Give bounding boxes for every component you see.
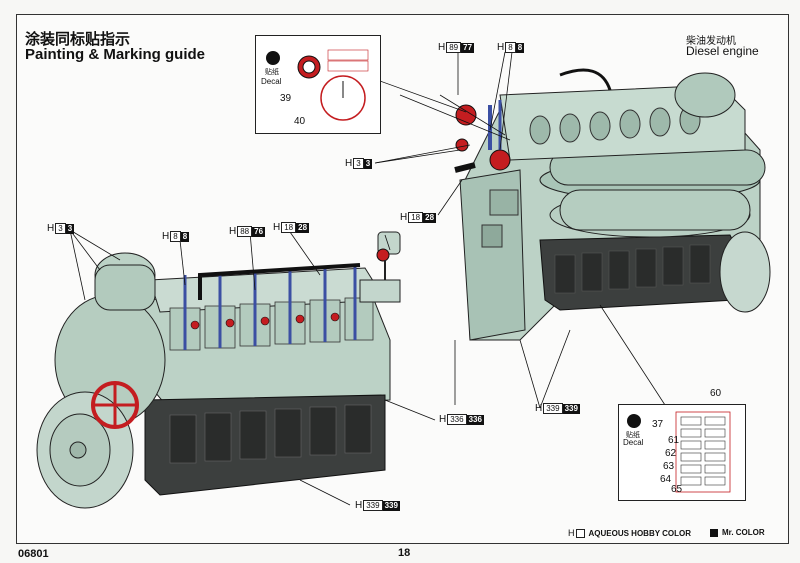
legend-aqueous: H AQUEOUS HOBBY COLOR (568, 528, 691, 538)
legend-mr-swatch (710, 528, 718, 537)
decal-label-cn: 贴纸 (265, 69, 279, 76)
decal-number-40: 40 (294, 116, 306, 127)
legend-mr-color: Mr. COLOR (710, 528, 765, 537)
h-symbol: H (438, 42, 446, 53)
aqueous-code: 8 (170, 231, 181, 242)
rear-engine (454, 68, 771, 341)
mr-color-code: 8 (515, 42, 525, 53)
h-symbol: H (162, 231, 170, 242)
h-symbol: H (497, 42, 505, 53)
mr-color-code: 3 (65, 223, 75, 234)
paint-callout-h89: H 89 77 (438, 42, 475, 53)
paint-callout-h3-mid: H 3 3 (345, 158, 373, 169)
legend-aqueous-label: AQUEOUS HOBBY COLOR (588, 528, 692, 538)
aqueous-code: 18 (408, 212, 424, 223)
aqueous-code: 339 (363, 500, 383, 511)
decal-icon (627, 414, 641, 428)
h-symbol: H (229, 226, 237, 237)
leader-lines (69, 51, 666, 506)
h-symbol: H (273, 222, 281, 233)
aqueous-code: 336 (447, 414, 467, 425)
decal-icon (266, 51, 280, 65)
aqueous-code: 339 (543, 403, 563, 414)
paint-callout-h336: H 336 336 (439, 414, 484, 425)
legend-aqueous-swatch (575, 528, 585, 538)
decal-number-37: 37 (652, 419, 664, 430)
decal-number-65: 65 (671, 484, 683, 495)
mr-color-code: 28 (296, 222, 310, 233)
decal-label-en: Decal (261, 77, 282, 86)
paint-callout-h339-right: H 339 339 (535, 403, 580, 414)
aqueous-code: 89 (446, 42, 462, 53)
paint-callout-h88: H 88 76 (229, 226, 266, 237)
mr-color-code: 8 (180, 231, 190, 242)
mr-color-code: 336 (466, 414, 484, 425)
page-title-cn: 涂装同标贴指示 (25, 31, 131, 48)
paint-callout-h18-left: H 18 28 (273, 222, 310, 233)
legend-h-symbol: H (568, 528, 575, 538)
decal-number-61: 61 (668, 435, 680, 446)
side-engine (36, 231, 401, 509)
h-symbol: H (400, 212, 408, 223)
decal-number-60: 60 (710, 388, 722, 399)
paint-callout-h18-right: H 18 28 (400, 212, 437, 223)
paint-callout-h8-top: H 8 8 (497, 42, 525, 53)
decal-plate-art (675, 411, 731, 493)
paint-callout-h8-left: H 8 8 (162, 231, 190, 242)
decal-gauge-art (297, 49, 369, 121)
h-symbol: H (345, 158, 353, 169)
engine-caption-cn: 柴油发动机 (686, 36, 736, 47)
aqueous-code: 3 (55, 223, 66, 234)
decal-number-39: 39 (280, 93, 292, 104)
page-title-en: Painting & Marking guide (25, 46, 206, 63)
h-symbol: H (439, 414, 447, 425)
h-symbol: H (47, 223, 55, 234)
decal-number-63: 63 (663, 461, 675, 472)
decal-inset-top: 贴纸 Decal 39 40 (255, 35, 381, 134)
paint-callout-h3-left: H 3 3 (47, 223, 75, 234)
aqueous-code: 88 (237, 226, 253, 237)
h-symbol: H (535, 403, 543, 414)
mr-color-code: 76 (252, 226, 266, 237)
aqueous-code: 3 (353, 158, 364, 169)
mr-color-code: 339 (562, 403, 580, 414)
mr-color-code: 28 (423, 212, 437, 223)
decal-number-62: 62 (665, 448, 677, 459)
mr-color-code: 339 (382, 500, 400, 511)
h-symbol: H (355, 500, 363, 511)
aqueous-code: 18 (281, 222, 297, 233)
page-number: 18 (398, 547, 411, 559)
mr-color-code: 3 (363, 158, 373, 169)
decal-inset-bottom: 贴纸 Decal (618, 404, 746, 501)
decal-number-64: 64 (660, 474, 672, 485)
product-code: 06801 (18, 548, 49, 560)
aqueous-code: 8 (505, 42, 516, 53)
mr-color-code: 77 (461, 42, 475, 53)
paint-callout-h339-bottom: H 339 339 (355, 500, 400, 511)
engine-caption-en: Diesel engine (686, 44, 759, 58)
decal-label-cn: 贴纸 (626, 432, 640, 439)
decal-label-en: Decal (623, 438, 644, 447)
legend-mr-label: Mr. COLOR (722, 528, 765, 537)
